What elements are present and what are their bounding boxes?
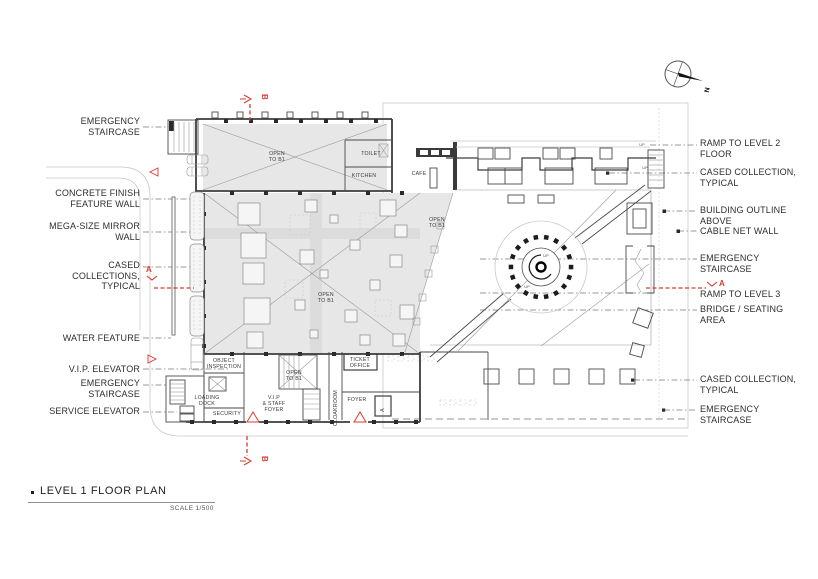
room-open-to-b1: OPEN (269, 151, 285, 157)
north-arrow-icon: N (664, 60, 710, 93)
label-cased-collection-se: CASED COLLECTION, TYPICAL (700, 374, 797, 395)
title-bullet (31, 491, 34, 494)
svg-text:FOYER: FOYER (264, 407, 283, 413)
page-title: LEVEL 1 FLOOR PLAN (40, 485, 167, 497)
label-ramp-level3: RAMP TO LEVEL 3 (700, 289, 781, 299)
room-cafe: CAFE (412, 171, 427, 177)
label-emergency-staircase-e: EMERGENCY STAIRCASE (700, 253, 760, 274)
room-vip-staff-foyer: V.I.P (268, 395, 280, 401)
label-emergency-staircase-sw: EMERGENCY STAIRCASE (80, 378, 140, 399)
room-cloakroom: CLOAKROOM (333, 390, 339, 426)
label-vip-elevator: V.I.P. ELEVATOR (68, 364, 140, 374)
room-ticket-office: TICKET (350, 357, 371, 363)
svg-text:TO B1: TO B1 (269, 157, 285, 163)
label-mirror-wall: MEGA-SIZE MIRROR WALL (49, 221, 140, 242)
main-gallery (202, 191, 454, 356)
svg-text:DOCK: DOCK (199, 401, 215, 407)
label-emergency-staircase-nw: EMERGENCY STAIRCASE (80, 116, 140, 137)
section-b-top: B (260, 94, 269, 100)
room-open-to-b1: OPEN (429, 217, 445, 223)
room-loading-dock: LOADING (194, 395, 219, 401)
north-label: N (702, 87, 710, 93)
street-elements (171, 154, 209, 371)
up-label: UP (543, 253, 549, 258)
room-elevator-a: A (380, 408, 386, 412)
label-building-outline: BUILDING OUTLINE ABOVE (700, 205, 787, 226)
room-open-to-b1: OPEN (318, 292, 334, 298)
room-kitchen: KITCHEN (352, 173, 377, 179)
title-underline (28, 502, 215, 503)
up-label: UP (639, 142, 645, 147)
street-arrow-icon (148, 167, 159, 177)
room-security: SECURITY (213, 411, 242, 417)
plaza (429, 184, 652, 363)
svg-text:TO B1: TO B1 (318, 298, 334, 304)
section-markers (146, 94, 718, 466)
ramp-level2 (446, 140, 665, 189)
right-edge-symbols (387, 202, 655, 406)
svg-text:INSPECTION: INSPECTION (207, 364, 241, 370)
svg-text:& STAFF: & STAFF (263, 401, 286, 407)
label-concrete-feature-wall: CONCRETE FINISH FEATURE WALL (55, 188, 140, 209)
warning-triangle-icon (353, 411, 367, 423)
label-cased-collections: CASED COLLECTIONS, TYPICAL (72, 260, 140, 291)
label-emergency-staircase-se: EMERGENCY STAIRCASE (700, 404, 760, 425)
room-object-inspection: OBJECT (213, 358, 236, 364)
section-a-right: A (719, 279, 725, 288)
emergency-staircase-nw (167, 119, 199, 155)
toilet-kitchen-rooms (344, 139, 392, 191)
warning-triangle-icon (246, 411, 260, 423)
label-cable-net-wall: CABLE NET WALL (700, 226, 779, 236)
up-label: UP (524, 284, 530, 289)
cafe-area (416, 142, 457, 190)
label-ramp-level2: RAMP TO LEVEL 2 FLOOR (700, 138, 781, 159)
room-foyer: FOYER (347, 397, 366, 403)
section-b-bottom: B (260, 456, 269, 462)
label-bridge-seating: BRIDGE / SEATING AREA (700, 304, 784, 325)
room-labels: OPEN TO B1 OPEN TO B1 OPEN TO B1 OPEN TO… (194, 142, 648, 426)
label-cased-collection-ne: CASED COLLECTION, TYPICAL (700, 167, 797, 188)
room-open-to-b1: OPEN (286, 370, 302, 376)
scale-note: SCALE 1/500 (170, 505, 214, 512)
svg-text:TO B1: TO B1 (429, 223, 445, 229)
section-letters: B B A A (146, 94, 725, 462)
svg-text:TO B1: TO B1 (286, 376, 302, 382)
upper-hall (195, 111, 393, 212)
up-label: UP (642, 165, 648, 170)
section-a-left: A (146, 265, 152, 274)
room-toilet: TOILET (361, 151, 381, 157)
service-strip (165, 351, 489, 424)
label-water-feature: WATER FEATURE (62, 333, 140, 343)
label-service-elevator: SERVICE ELEVATOR (49, 406, 140, 416)
svg-text:OFFICE: OFFICE (350, 363, 371, 369)
street-arrow-icon (147, 354, 158, 364)
